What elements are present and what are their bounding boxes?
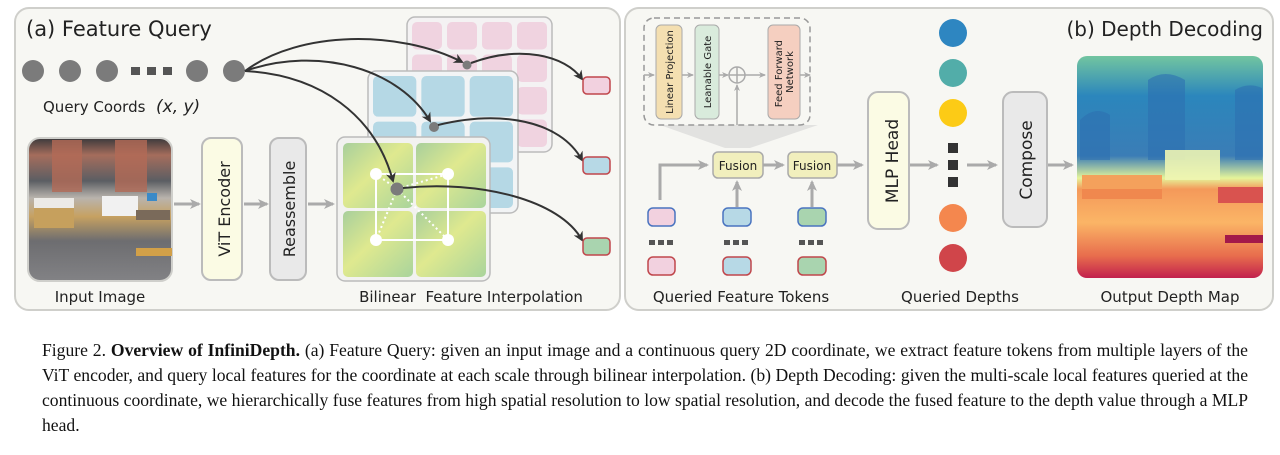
compose-label: Compose (1017, 120, 1037, 199)
add-node (728, 66, 746, 84)
interp-label: Bilinear Feature Interpolation (359, 288, 583, 306)
queried-depths (939, 19, 967, 272)
fusion-label-2: Fusion (793, 159, 831, 173)
depth-dot-5 (939, 244, 967, 272)
depth-dot-1 (939, 19, 967, 47)
panel-b-title: (b) Depth Decoding (1067, 17, 1264, 41)
query-coords-label: Query Coords (43, 98, 146, 116)
panel-feature-query: (a) Feature Query Query Coords (x, y) (14, 7, 621, 311)
output-tokens (582, 76, 611, 256)
feature-cell (421, 76, 465, 117)
input-image (27, 137, 173, 282)
feature-cell (447, 22, 477, 50)
fusion-detail: Linear Projection Leanable Gate Feed For… (643, 17, 818, 148)
zoom-callout (660, 125, 818, 148)
compose-block: Compose (1002, 91, 1048, 228)
figure-diagram: (a) Feature Query Query Coords (x, y) (14, 7, 1274, 311)
feature-map-high-res (336, 136, 491, 282)
arrow-high-to-token (402, 185, 583, 242)
arrow-mid-to-token (437, 117, 583, 162)
mlp-head-label: MLP Head (883, 119, 903, 203)
depth-dot-3 (939, 99, 967, 127)
output-token-low (582, 76, 611, 95)
panel-a-title: (a) Feature Query (26, 17, 212, 41)
arrow-query-to-low (244, 38, 464, 72)
feature-cell (517, 54, 547, 82)
vit-encoder-block: ViT Encoder (201, 137, 243, 281)
input-image-label: Input Image (55, 288, 146, 306)
caption-prefix: Figure 2. (42, 340, 107, 360)
leanable-gate-block: Leanable Gate (694, 24, 720, 120)
ffn-label: Feed Forward Network (774, 37, 796, 107)
depth-dot-2 (939, 59, 967, 87)
queried-feature-tokens (647, 207, 827, 276)
query-point-low (462, 60, 472, 70)
feature-cell (412, 22, 442, 50)
fusion-block-2: Fusion (787, 151, 838, 179)
panel-depth-decoding: (b) Depth Decoding Linear Projection Lea… (624, 7, 1274, 311)
feature-cell (482, 22, 512, 50)
fusion-label-1: Fusion (719, 159, 757, 173)
feature-cell (373, 76, 417, 117)
output-depth-map (1077, 56, 1263, 278)
ffn-block: Feed Forward Network (767, 24, 801, 120)
arrow-low-token-to-fusion (658, 160, 709, 200)
arrow-query-to-mid (244, 59, 432, 123)
feature-cell (517, 87, 547, 115)
queried-tokens-label: Queried Feature Tokens (653, 288, 830, 306)
output-depth-label: Output Depth Map (1101, 288, 1240, 306)
arrow-query-to-high (244, 70, 396, 183)
query-coords-dots (22, 60, 245, 82)
queried-depths-label: Queried Depths (901, 288, 1019, 306)
reassemble-block: Reassemble (269, 137, 307, 281)
linear-projection-label: Linear Projection (665, 30, 676, 114)
arrow-low-to-token (470, 52, 584, 81)
query-point-mid (429, 122, 439, 132)
vit-encoder-label: ViT Encoder (215, 161, 234, 257)
leanable-gate-label: Leanable Gate (703, 36, 714, 109)
reassemble-label: Reassemble (280, 161, 299, 258)
output-token-mid (582, 156, 611, 175)
depth-dot-4 (939, 204, 967, 232)
feature-cell (517, 22, 547, 50)
linear-projection-block: Linear Projection (655, 24, 683, 120)
caption-bold-title: Overview of InfiniDepth. (110, 340, 300, 360)
feature-cell (469, 76, 513, 117)
query-point-high (390, 182, 404, 196)
mlp-head-block: MLP Head (867, 91, 910, 230)
caption-text: (a) Feature Query: given an input image … (42, 340, 1248, 435)
figure-caption: Figure 2. Overview of InfiniDepth. (a) F… (42, 338, 1248, 438)
neighbor-points (370, 168, 454, 246)
output-token-high (582, 237, 611, 256)
fusion-block-1: Fusion (712, 151, 764, 179)
query-coords-math: (x, y) (156, 97, 200, 117)
